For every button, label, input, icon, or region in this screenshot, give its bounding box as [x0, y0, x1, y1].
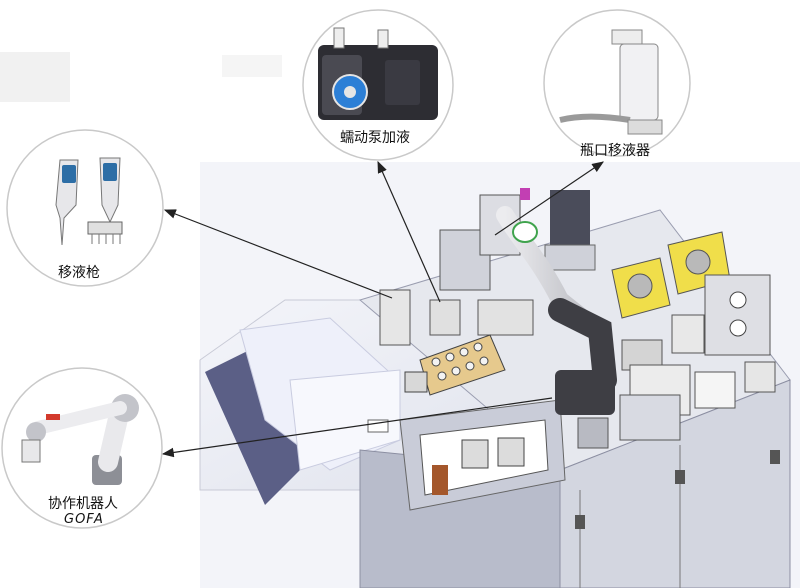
background-panels [0, 52, 282, 102]
bottle-dispenser-icon [559, 29, 663, 135]
sample-rack [404, 334, 506, 396]
callout-arrows [161, 160, 604, 458]
arrow-icon [377, 160, 441, 303]
cobot-callout [1, 367, 163, 529]
peristaltic-pump-icon [318, 27, 438, 120]
pipette-label: 移液枪 [58, 265, 100, 281]
arrow-icon [161, 397, 553, 458]
bottle-dispenser-label: 瓶口移液器 [580, 143, 650, 159]
peristaltic-pump-callout [302, 9, 454, 161]
robot-arm-icon [21, 394, 139, 485]
arrow-icon [163, 209, 393, 299]
pipette-callout [6, 129, 164, 287]
bottle-dispenser-callout [543, 9, 691, 157]
cobot-model-label: GOFA [64, 512, 104, 527]
arrow-icon [494, 161, 604, 236]
pipette-icon [55, 157, 123, 246]
back-instruments [379, 188, 596, 346]
cobot-label: 协作机器人 [48, 496, 118, 512]
peristaltic-pump-label: 蠕动泵加液 [340, 130, 410, 146]
right-equipment [619, 274, 776, 441]
